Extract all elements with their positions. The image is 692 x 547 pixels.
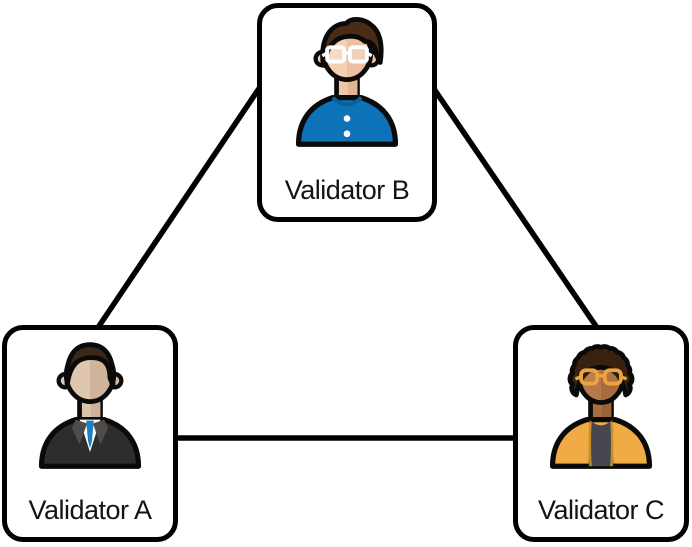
validator-a-label: Validator A: [28, 495, 152, 525]
validator-c-avatar: [549, 344, 653, 469]
validator-a-card: Validator A: [2, 325, 178, 542]
edge-validator-a-b: [92, 82, 265, 334]
validator-c-label: Validator C: [537, 495, 665, 525]
validator-a-avatar: [38, 342, 142, 469]
validator-b-label: Validator B: [284, 175, 410, 205]
validator-b-card: Validator B: [257, 3, 437, 222]
validator-c-card: Validator C: [513, 325, 689, 542]
edge-validator-b-c: [429, 84, 603, 334]
validator-b-avatar: [295, 17, 399, 147]
